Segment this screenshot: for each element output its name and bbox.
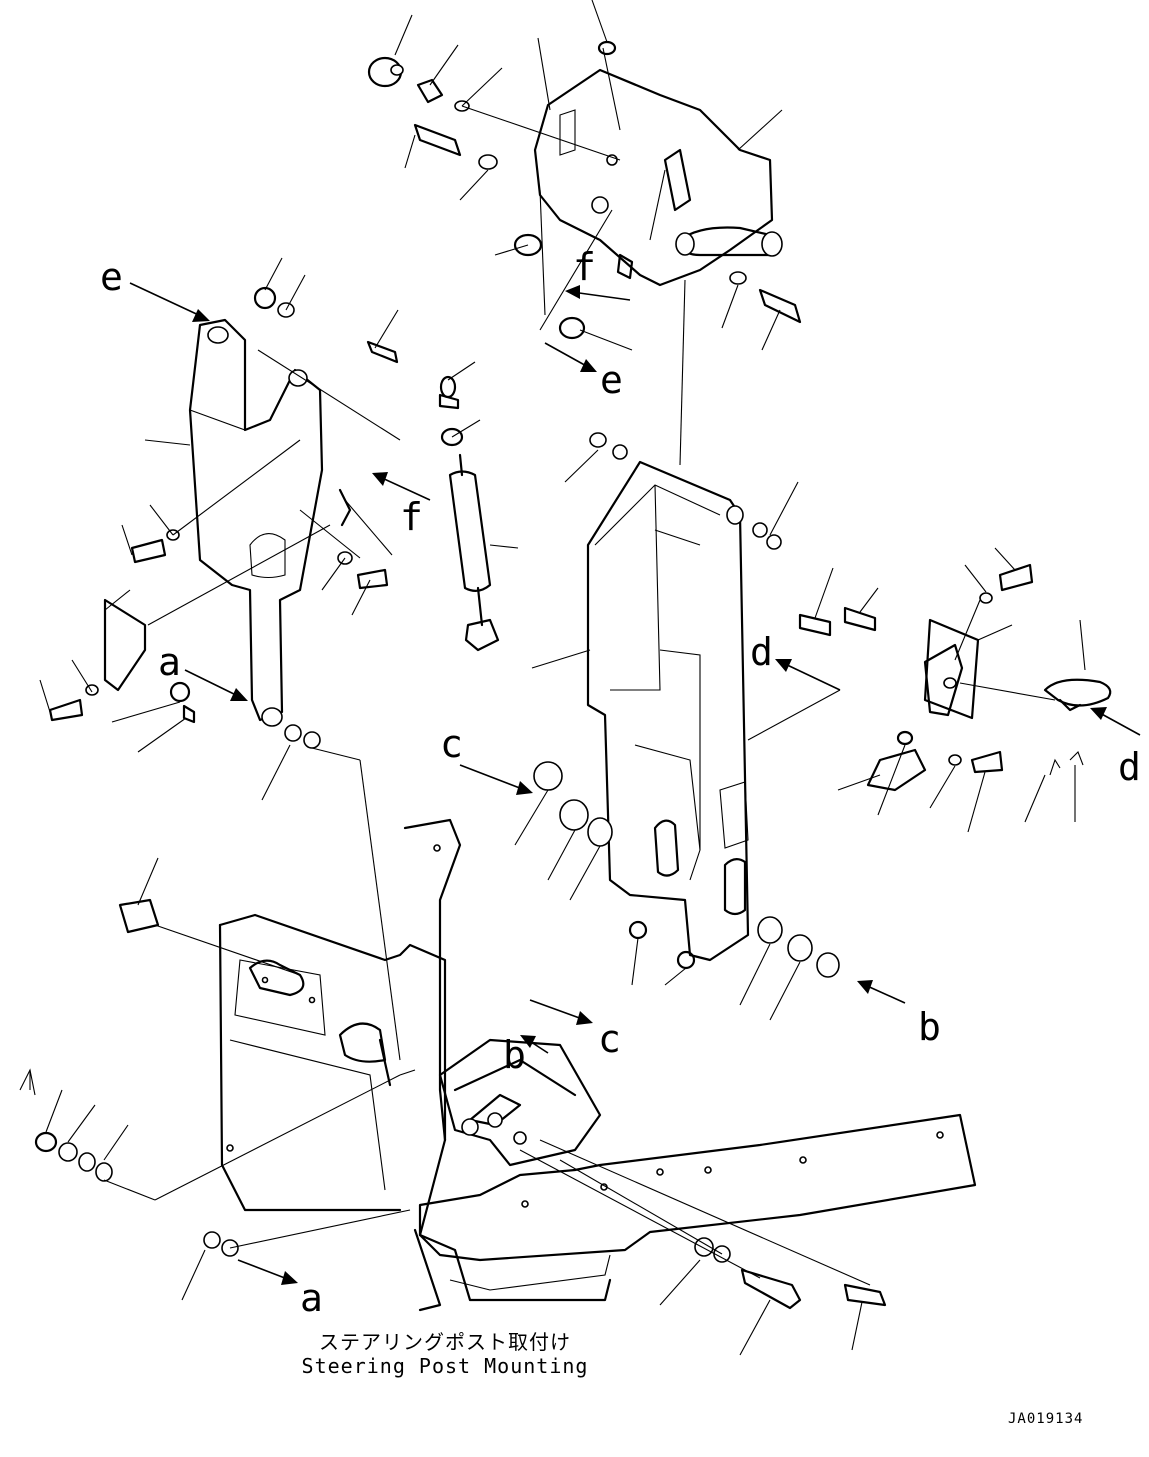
callout-d-left: d <box>750 630 773 674</box>
callout-a-upper: a <box>158 640 181 684</box>
callout-c-upper: c <box>440 722 463 766</box>
callout-a-lower: a <box>300 1276 323 1320</box>
caption-english: Steering Post Mounting <box>301 1354 589 1378</box>
callout-c-lower: c <box>598 1017 621 1061</box>
right-lever-bracket <box>798 547 1112 833</box>
callout-b-center: b <box>503 1033 526 1077</box>
callout-b-right: b <box>918 1005 941 1049</box>
gas-spring <box>438 361 519 652</box>
left-post-assembly <box>39 257 401 1061</box>
callout-d-right: d <box>1118 745 1141 789</box>
drawing-code: JA019134 <box>1008 1411 1084 1427</box>
callout-arrows <box>129 282 1141 1285</box>
base-frame <box>19 818 977 1356</box>
callout-e-left: e <box>100 255 123 299</box>
top-bracket-assembly <box>367 0 802 351</box>
callout-f-top: f <box>573 245 596 289</box>
callout-labels: e e f f a a c c d d b b <box>100 245 1141 1320</box>
caption-japanese: ステアリングポスト取付け <box>319 1330 571 1354</box>
callout-e-right: e <box>600 358 623 402</box>
central-column <box>514 279 841 1021</box>
callout-f-left: f <box>400 495 423 539</box>
